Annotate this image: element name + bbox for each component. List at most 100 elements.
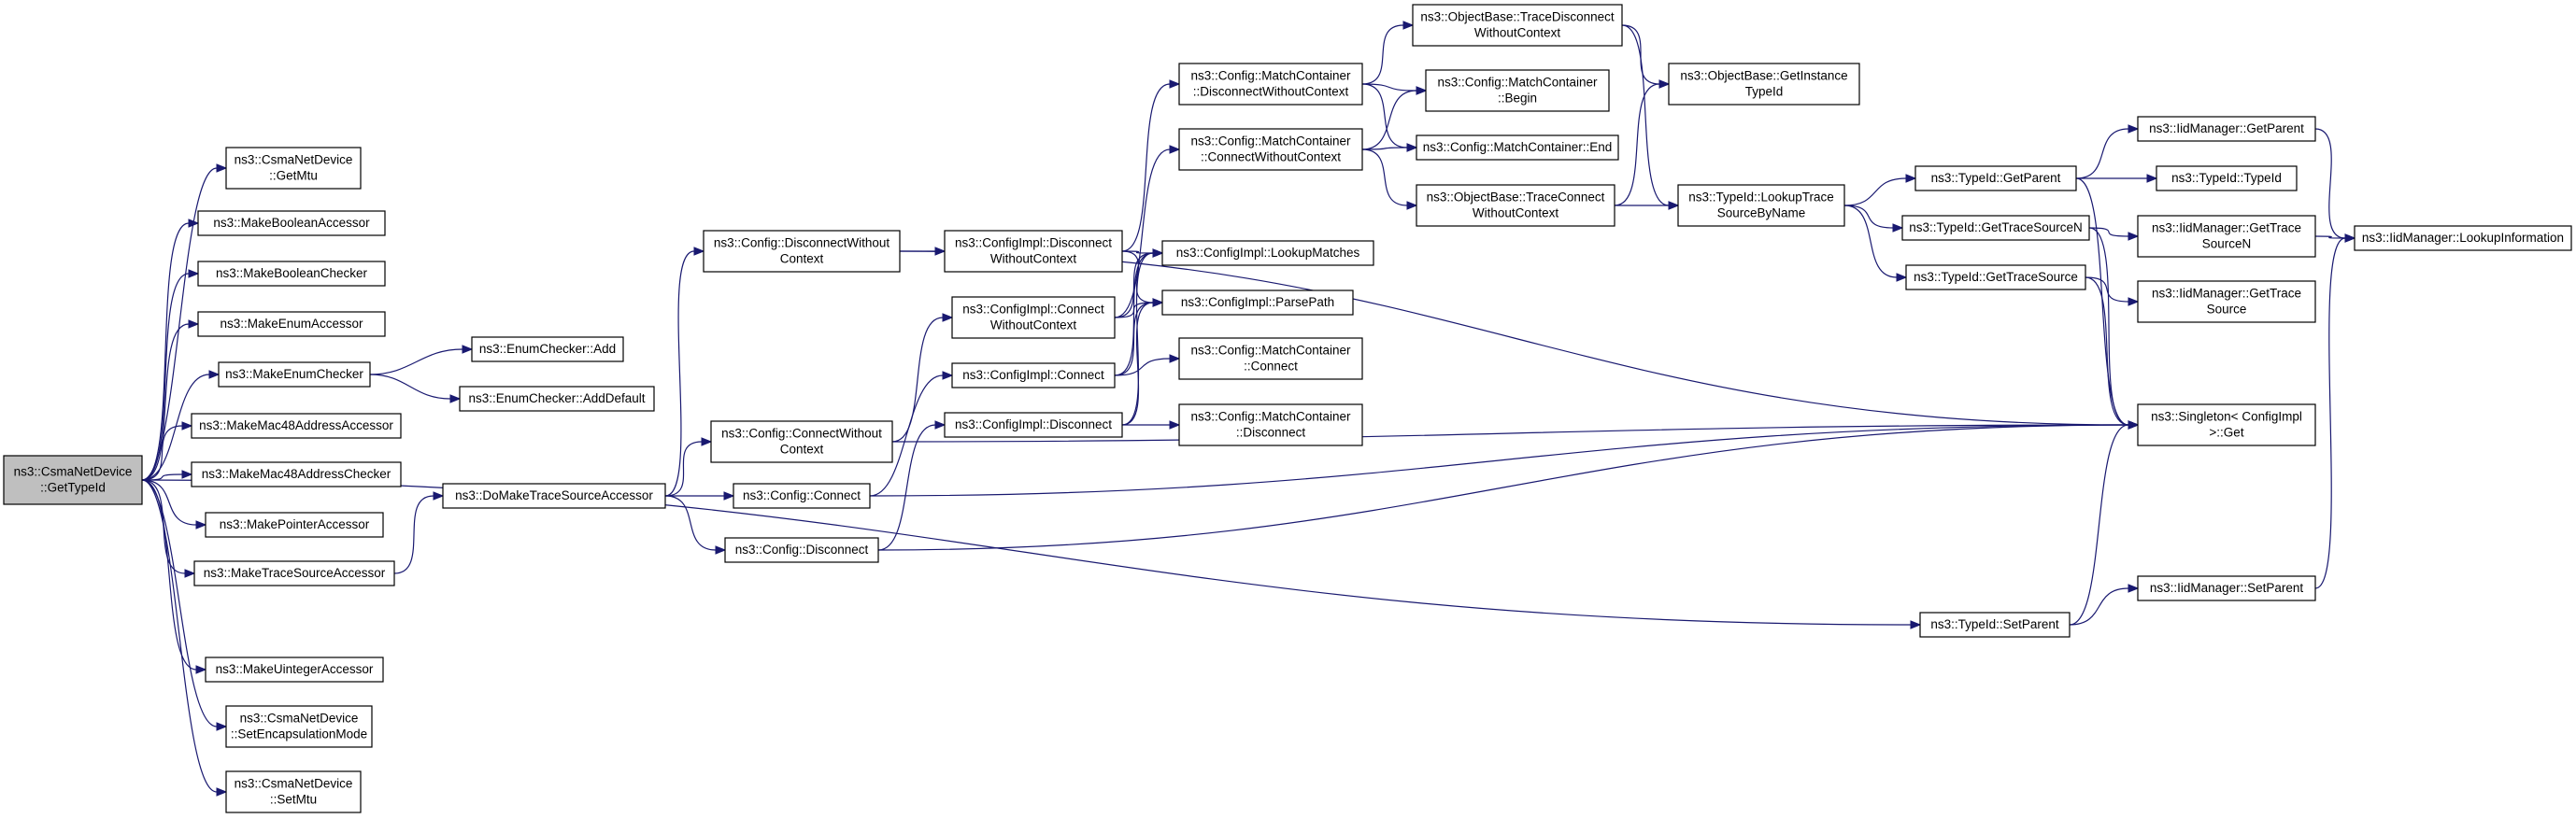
node-singleton-get[interactable]: ns3::Singleton< ConfigImpl >::Get <box>2137 403 2316 446</box>
node-cfg-disconnect[interactable]: ns3::Config::Disconnect <box>724 537 879 563</box>
node-box <box>225 147 362 190</box>
node-label: ns3::ConfigImpl::Connect <box>962 368 1104 382</box>
edge-tid-lookup-to-tid-get-trace-n <box>1843 205 1904 233</box>
edge-cfg-connect-to-impl-connect <box>869 371 954 497</box>
arrowhead <box>1406 143 1418 152</box>
node-mk-bool-chk[interactable]: ns3::MakeBooleanChecker <box>197 261 386 287</box>
node-ob-trace-conn[interactable]: ns3::ObjectBase::TraceConnectWithoutCont… <box>1416 184 1615 227</box>
node-box <box>442 483 666 509</box>
arrowhead <box>693 247 705 256</box>
edge-tid-get-parent-to-iid-get-parent <box>2075 124 2140 179</box>
node-label: ::Begin <box>1498 92 1537 106</box>
node-cfg-connect[interactable]: ns3::Config::Connect <box>733 483 871 509</box>
node-box <box>1416 184 1615 227</box>
node-mc-begin[interactable]: ns3::Config::MatchContainer::Begin <box>1425 69 1610 112</box>
edge-ob-trace-disc-to-tid-lookup <box>1621 24 1680 210</box>
edge-ob-trace-disc-to-ob-get-inst <box>1621 24 1671 89</box>
node-do-make-trace[interactable]: ns3::DoMakeTraceSourceAccessor <box>442 483 666 509</box>
arrowhead <box>1402 21 1415 30</box>
node-label: ns3::ConfigImpl::Connect <box>962 303 1104 317</box>
node-csma-get-mtu[interactable]: ns3::CsmaNetDevice::GetMtu <box>225 147 362 190</box>
edge-impl-conn-wo-ctx-to-mc-conn-wo-ctx <box>1114 145 1181 318</box>
node-label: ns3::TypeId::TypeId <box>2171 171 2282 185</box>
node-label: ns3::MakeMac48AddressChecker <box>202 467 391 481</box>
edge-mc-disc-wo-ctx-to-mc-end <box>1361 83 1418 152</box>
node-cfg-disc-wo-ctx[interactable]: ns3::Config::DisconnectWithoutContext <box>703 230 901 273</box>
node-label: ns3::CsmaNetDevice <box>14 465 133 479</box>
node-mk-mac-chk[interactable]: ns3::MakeMac48AddressChecker <box>191 461 402 487</box>
node-mc-connect[interactable]: ns3::Config::MatchContainer::Connect <box>1178 337 1363 380</box>
arrowhead <box>1905 174 1917 183</box>
node-csma-set-mtu[interactable]: ns3::CsmaNetDevice::SetMtu <box>225 770 362 813</box>
node-tid-get-parent[interactable]: ns3::TypeId::GetParent <box>1914 165 2077 191</box>
arrowhead <box>1892 223 1904 233</box>
edge-root-to-mk-mac-acc <box>141 421 193 481</box>
node-impl-conn-wo-ctx[interactable]: ns3::ConfigImpl::ConnectWithoutContext <box>951 296 1116 339</box>
node-box <box>1914 165 2077 191</box>
node-box <box>1919 612 2071 638</box>
node-box <box>733 483 871 509</box>
node-iid-get-parent[interactable]: ns3::IidManager::GetParent <box>2137 116 2316 142</box>
node-mc-conn-wo-ctx[interactable]: ns3::Config::MatchContainer::ConnectWith… <box>1178 128 1363 171</box>
node-impl-parse[interactable]: ns3::ConfigImpl::ParsePath <box>1161 289 1354 316</box>
node-box <box>1425 69 1610 112</box>
node-mk-enum-chk[interactable]: ns3::MakeEnumChecker <box>218 361 371 388</box>
node-box <box>459 386 655 412</box>
node-label: ns3::Singleton< ConfigImpl <box>2151 410 2302 424</box>
node-box <box>710 420 893 463</box>
node-iid-get-trace-n[interactable]: ns3::IidManager::GetTraceSourceN <box>2137 215 2316 258</box>
edge-ob-trace-conn-to-tid-lookup <box>1615 201 1680 210</box>
node-tid-get-trace[interactable]: ns3::TypeId::GetTraceSource <box>1905 264 2086 290</box>
node-iid-get-trace[interactable]: ns3::IidManager::GetTraceSource <box>2137 280 2316 323</box>
node-mk-enum-acc[interactable]: ns3::MakeEnumAccessor <box>197 311 386 337</box>
node-tid-set-parent[interactable]: ns3::TypeId::SetParent <box>1919 612 2071 638</box>
arrowhead <box>208 370 221 379</box>
node-mk-ptr-acc[interactable]: ns3::MakePointerAccessor <box>205 512 384 538</box>
node-box <box>1412 4 1623 47</box>
edge-cfg-conn-wo-ctx-to-impl-conn-wo-ctx <box>891 313 954 443</box>
node-label: ns3::Config::MatchContainer <box>1437 76 1598 90</box>
edge-mc-conn-wo-ctx-to-mc-begin <box>1361 86 1428 150</box>
node-csma-set-encap[interactable]: ns3::CsmaNetDevice::SetEncapsulationMode <box>225 705 373 748</box>
node-enum-add[interactable]: ns3::EnumChecker::Add <box>471 336 624 362</box>
node-mk-uint-acc[interactable]: ns3::MakeUintegerAccessor <box>205 657 384 683</box>
edge-mc-disc-wo-ctx-to-ob-trace-disc <box>1361 21 1415 85</box>
node-mc-disconnect[interactable]: ns3::Config::MatchContainer::Disconnect <box>1178 403 1363 446</box>
node-tid-type-id[interactable]: ns3::TypeId::TypeId <box>2156 165 2298 191</box>
arrowhead <box>195 520 207 530</box>
node-box <box>703 230 901 273</box>
node-box <box>944 230 1123 273</box>
edge-mk-trace-acc-to-do-make-trace <box>393 491 445 574</box>
node-box <box>2156 165 2298 191</box>
edge-cfg-disconnect-to-impl-disconnect <box>877 420 946 551</box>
node-mk-mac-acc[interactable]: ns3::MakeMac48AddressAccessor <box>191 413 402 439</box>
node-mc-end[interactable]: ns3::Config::MatchContainer::End <box>1416 134 1619 161</box>
node-label: ns3::IidManager::GetTrace <box>2152 221 2301 235</box>
node-mc-disc-wo-ctx[interactable]: ns3::Config::MatchContainer::DisconnectW… <box>1178 63 1363 106</box>
node-label: ns3::MakeUintegerAccessor <box>216 662 374 676</box>
node-cfg-conn-wo-ctx[interactable]: ns3::Config::ConnectWithoutContext <box>710 420 893 463</box>
node-ob-trace-disc[interactable]: ns3::ObjectBase::TraceDisconnectWithoutC… <box>1412 4 1623 47</box>
node-mk-trace-acc[interactable]: ns3::MakeTraceSourceAccessor <box>193 560 395 586</box>
node-impl-lookup[interactable]: ns3::ConfigImpl::LookupMatches <box>1161 240 1374 266</box>
node-label: WithoutContext <box>1474 26 1561 40</box>
edge-impl-disconnect-to-impl-lookup <box>1121 248 1164 426</box>
node-label: ns3::MakeEnumChecker <box>225 367 363 381</box>
node-enum-add-def[interactable]: ns3::EnumChecker::AddDefault <box>459 386 655 412</box>
node-root[interactable]: ns3::CsmaNetDevice::GetTypeId <box>3 455 143 505</box>
node-impl-connect[interactable]: ns3::ConfigImpl::Connect <box>951 362 1116 388</box>
node-iid-set-parent[interactable]: ns3::IidManager::SetParent <box>2137 575 2316 601</box>
node-box <box>197 311 386 337</box>
node-impl-disconnect[interactable]: ns3::ConfigImpl::Disconnect <box>944 412 1123 438</box>
edge-tid-lookup-to-tid-get-parent <box>1843 174 1917 206</box>
node-iid-lookup-info[interactable]: ns3::IidManager::LookupInformation <box>2354 225 2572 251</box>
edge-root-to-csma-set-encap <box>141 479 228 731</box>
node-tid-get-trace-n[interactable]: ns3::TypeId::GetTraceSourceN <box>1901 215 2090 241</box>
node-label: ::Connect <box>1244 360 1298 374</box>
arrowhead <box>1169 145 1181 154</box>
node-mk-bool-acc[interactable]: ns3::MakeBooleanAccessor <box>197 210 386 236</box>
node-impl-disc-wo-ctx[interactable]: ns3::ConfigImpl::DisconnectWithoutContex… <box>944 230 1123 273</box>
node-label: ns3::TypeId::GetTraceSource <box>1914 270 2078 284</box>
